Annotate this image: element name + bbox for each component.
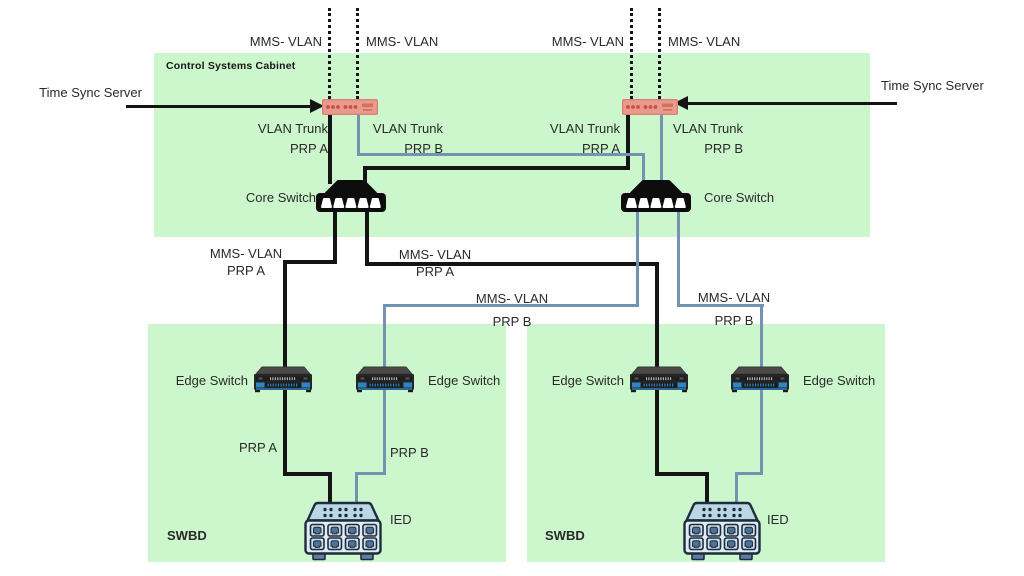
core-switch-icon — [316, 180, 386, 212]
mms-uplink-dotted-line — [356, 8, 359, 99]
link-prp-b — [677, 204, 680, 307]
vlan-trunk-line2: PRP A — [581, 141, 620, 156]
vlan-trunk-line1: VLAN Trunk — [672, 121, 743, 136]
vlan-trunk-label: VLAN Trunk PRP B — [667, 119, 743, 159]
vlan-trunk-line2: PRP B — [704, 141, 743, 156]
vlan-trunk-line1: VLAN Trunk — [549, 121, 620, 136]
mms-uplink-dotted-line — [630, 8, 633, 99]
mms-link-label: MMS- VLAN PRP B — [688, 286, 780, 332]
edge-switch-label: Edge Switch — [428, 373, 501, 388]
link-prp-a — [363, 166, 367, 186]
mms-uplink-dotted-line — [328, 8, 331, 99]
ied-icon — [304, 501, 382, 561]
ied-label: IED — [767, 512, 789, 527]
link-prp-a — [283, 260, 337, 264]
time-sync-receiver-icon — [322, 99, 378, 115]
mms-link-line1: MMS- VLAN — [209, 246, 283, 261]
core-switch-label: Core Switch — [704, 190, 775, 205]
link-prp-a — [283, 472, 332, 476]
time-sync-arrow-right-line — [688, 102, 897, 105]
cabinet-title: Control Systems Cabinet — [166, 60, 296, 72]
vlan-trunk-label: VLAN Trunk PRP B — [367, 119, 443, 159]
link-prp-a — [626, 114, 630, 170]
link-prp-a — [365, 262, 659, 266]
link-prp-b — [760, 390, 763, 475]
mms-link-label: MMS- VLAN PRP A — [200, 245, 292, 279]
prp-b-label: PRP B — [390, 445, 429, 460]
time-sync-receiver-icon — [622, 99, 678, 115]
link-prp-a — [283, 260, 287, 368]
link-prp-a — [655, 390, 659, 476]
link-prp-b — [383, 304, 386, 368]
link-prp-a — [655, 262, 659, 368]
mms-uplink-dotted-line — [658, 8, 661, 99]
core-switch-label: Core Switch — [245, 190, 316, 205]
time-sync-server-label: Time Sync Server — [39, 85, 142, 100]
link-prp-a — [328, 114, 332, 184]
edge-switch-icon — [254, 366, 312, 393]
mms-link-label: MMS- VLAN PRP A — [389, 246, 481, 280]
edge-switch-label: Edge Switch — [175, 373, 248, 388]
mms-vlan-label: MMS- VLAN — [366, 34, 439, 49]
ied-label: IED — [390, 512, 412, 527]
link-prp-a — [328, 472, 332, 506]
link-prp-b — [383, 304, 639, 307]
mms-vlan-label: MMS- VLAN — [551, 34, 624, 49]
prp-a-label: PRP A — [239, 440, 278, 455]
link-prp-a — [365, 204, 369, 266]
core-switch-icon — [621, 180, 691, 212]
link-prp-b — [735, 472, 738, 506]
vlan-trunk-line2: PRP B — [404, 141, 443, 156]
time-sync-server-label: Time Sync Server — [881, 78, 984, 93]
mms-link-line1: MMS- VLAN — [697, 290, 771, 305]
edge-switch-label: Edge Switch — [551, 373, 624, 388]
link-prp-b — [660, 114, 663, 188]
link-prp-b — [760, 304, 763, 368]
mms-link-line2: PRP B — [492, 314, 532, 329]
link-prp-b — [383, 390, 386, 475]
link-prp-b — [642, 153, 645, 188]
mms-link-line1: MMS- VLAN — [398, 247, 472, 262]
mms-vlan-label: MMS- VLAN — [668, 34, 741, 49]
vlan-trunk-line2: PRP A — [289, 141, 328, 156]
mms-link-line2: PRP A — [226, 263, 266, 278]
link-prp-a — [363, 166, 630, 170]
control-cabinet-box — [154, 53, 870, 237]
vlan-trunk-label: VLAN Trunk PRP A — [544, 119, 620, 159]
mms-link-line2: PRP B — [714, 313, 754, 328]
link-prp-b — [735, 472, 763, 475]
mms-link-label: MMS- VLAN PRP B — [466, 287, 558, 333]
swbd-label: SWBD — [167, 528, 207, 543]
vlan-trunk-line1: VLAN Trunk — [372, 121, 443, 136]
edge-switch-icon — [356, 366, 414, 393]
vlan-trunk-line1: VLAN Trunk — [257, 121, 328, 136]
link-prp-b — [357, 114, 360, 156]
mms-vlan-label: MMS- VLAN — [249, 34, 322, 49]
link-prp-b — [677, 304, 764, 307]
mms-link-line1: MMS- VLAN — [475, 291, 549, 306]
swbd-label: SWBD — [545, 528, 585, 543]
mms-link-line2: PRP A — [415, 264, 455, 279]
vlan-trunk-label: VLAN Trunk PRP A — [252, 119, 328, 159]
link-prp-a — [705, 472, 709, 506]
edge-switch-icon — [731, 366, 789, 393]
link-prp-b — [355, 472, 358, 506]
link-prp-b — [355, 472, 386, 475]
link-prp-b — [357, 153, 645, 156]
arrow-right-icon — [310, 99, 324, 113]
link-prp-a — [283, 390, 287, 476]
link-prp-a — [333, 204, 337, 264]
edge-switch-label: Edge Switch — [803, 373, 876, 388]
ied-icon — [683, 501, 761, 561]
link-prp-b — [636, 204, 639, 307]
time-sync-arrow-left-line — [126, 105, 312, 108]
edge-switch-icon — [630, 366, 688, 393]
link-prp-a — [655, 472, 709, 476]
